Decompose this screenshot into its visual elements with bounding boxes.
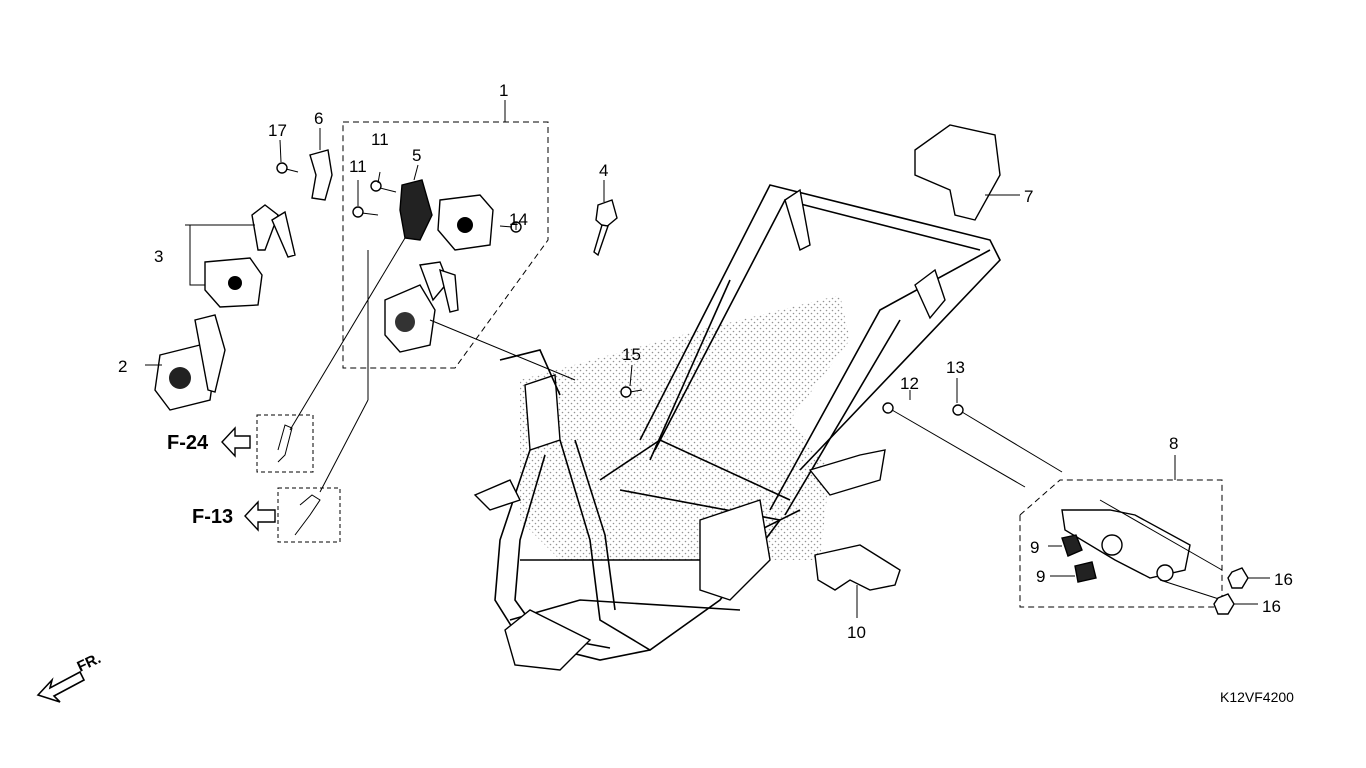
- key-4: [593, 180, 618, 257]
- part-label-15: 15: [622, 345, 641, 364]
- part-label-11b: 11: [349, 157, 367, 176]
- group-box-1: [342, 100, 549, 369]
- part-label-6: 6: [314, 109, 323, 128]
- part-label-3: 3: [154, 247, 163, 266]
- part-label-16b: 16: [1262, 597, 1281, 616]
- seat-lock-3: [185, 204, 296, 308]
- part-label-5: 5: [412, 146, 421, 165]
- front-direction-arrow: FR.: [36, 650, 104, 703]
- part-label-8: 8: [1169, 434, 1178, 453]
- nut-16a: [1227, 567, 1270, 589]
- reference-f13: [244, 487, 341, 543]
- diagram-code: K12VF4200: [1220, 689, 1294, 705]
- screw-11b: [352, 206, 379, 218]
- reference-f24: [221, 414, 314, 473]
- part-label-2: 2: [118, 357, 127, 376]
- clip-6: [309, 128, 333, 201]
- part-label-17: 17: [268, 121, 287, 140]
- part-label-9b: 9: [1036, 567, 1045, 586]
- screw-11a: [370, 180, 397, 193]
- bushing-9a: [1048, 534, 1083, 557]
- reference-label-f24: F-24: [167, 432, 209, 454]
- engine-hanger-8: [1061, 499, 1223, 601]
- nut-16b: [1213, 593, 1258, 615]
- part-label-12: 12: [900, 374, 919, 393]
- part-label-7: 7: [1024, 187, 1033, 206]
- part-label-10: 10: [847, 623, 866, 642]
- part-label-13: 13: [946, 358, 965, 377]
- front-direction-label: FR.: [75, 650, 104, 676]
- floor-bracket-10: [814, 544, 901, 591]
- bushing-9b: [1050, 561, 1097, 583]
- part-label-1: 1: [499, 81, 508, 100]
- part-label-16a: 16: [1274, 570, 1293, 589]
- part-label-14: 14: [509, 210, 528, 229]
- part-label-4: 4: [599, 161, 608, 180]
- main-frame: [473, 124, 1001, 671]
- ignition-switch-2: [145, 314, 226, 411]
- part-label-9a: 9: [1030, 538, 1039, 557]
- switch-5: [399, 179, 433, 241]
- bolt-13: [952, 378, 1063, 473]
- part-label-11a: 11: [371, 130, 389, 149]
- bolt-12: [882, 390, 1026, 488]
- bolt-15: [620, 364, 643, 398]
- screw-17: [276, 139, 299, 174]
- reference-label-f13: F-13: [192, 506, 233, 528]
